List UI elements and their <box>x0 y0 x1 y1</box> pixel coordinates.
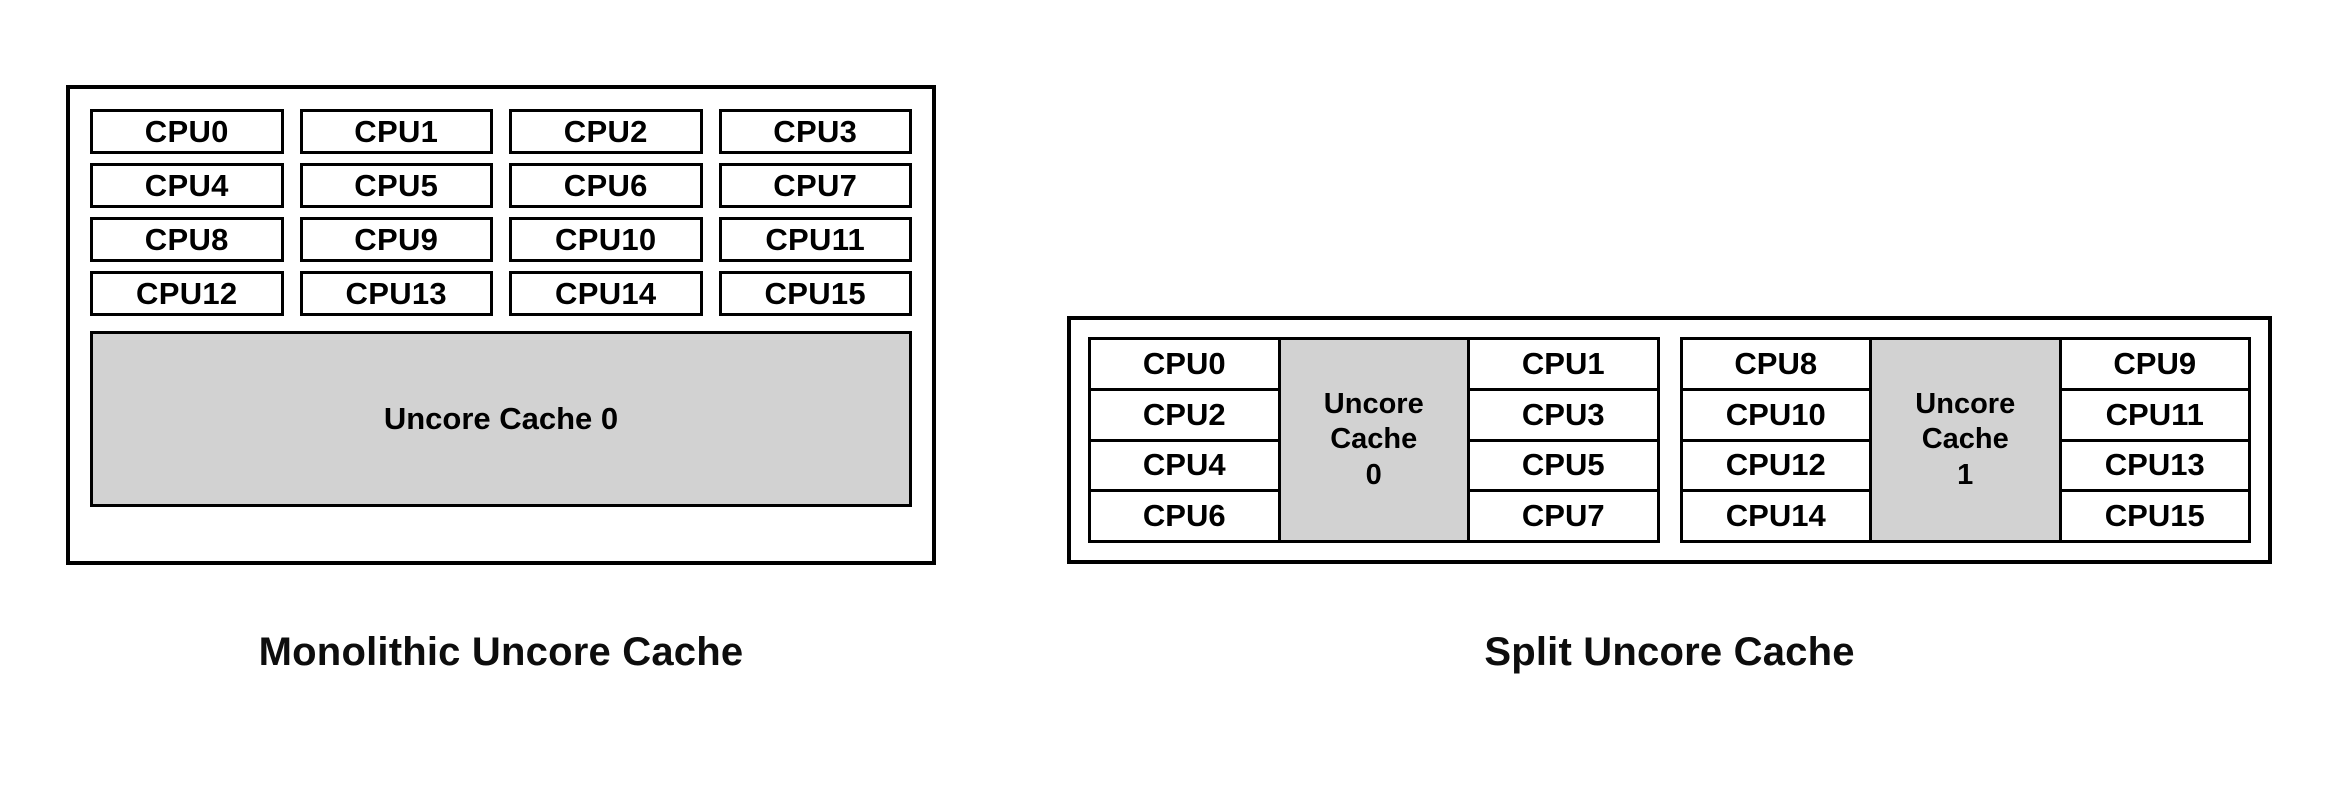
cpu-box: CPU0 <box>1091 340 1278 391</box>
split-package-outline: CPU0 CPU2 CPU4 CPU6 Uncore Cache 0 CPU1 … <box>1067 316 2272 564</box>
cpu-box: CPU13 <box>2061 441 2248 493</box>
cpu-box: CPU9 <box>2061 340 2248 391</box>
uncore-cache-label-line3: 0 <box>1365 458 1382 491</box>
uncore-cache-label-line2: Cache <box>1921 423 2009 456</box>
uncore-cache-label-line1: Uncore <box>1323 387 1424 420</box>
cpu-box: CPU2 <box>1091 390 1278 442</box>
cpu-box: CPU14 <box>509 271 703 316</box>
cpu-box: CPU11 <box>2061 390 2248 442</box>
cpu-box: CPU11 <box>718 217 912 262</box>
uncore-cache-block-0: Uncore Cache 0 <box>1277 340 1470 540</box>
cluster-0-left-cpu-column: CPU0 CPU2 CPU4 CPU6 <box>1091 340 1278 540</box>
cpu-box: CPU1 <box>299 109 493 154</box>
cpu-box: CPU1 <box>1470 340 1657 391</box>
uncore-cache-label-line1: Uncore <box>1915 387 2016 420</box>
uncore-cache-label-line3: 1 <box>1957 458 1974 491</box>
cpu-box: CPU0 <box>90 109 284 154</box>
cpu-box: CPU10 <box>1682 390 1869 442</box>
monolithic-package-outline: CPU0 CPU1 CPU2 CPU3 CPU4 CPU5 CPU6 CPU7 … <box>66 85 936 565</box>
cpu-box: CPU2 <box>509 109 703 154</box>
cpu-box: CPU13 <box>299 271 493 316</box>
cpu-box: CPU15 <box>718 271 912 316</box>
cpu-box: CPU5 <box>299 163 493 208</box>
cpu-box: CPU3 <box>1470 390 1657 442</box>
cpu-box: CPU7 <box>1470 492 1657 540</box>
cpu-box: CPU8 <box>90 217 284 262</box>
cpu-box: CPU8 <box>1682 340 1869 391</box>
cluster-0-right-cpu-column: CPU1 CPU3 CPU5 CPU7 <box>1470 340 1657 540</box>
cpu-box: CPU6 <box>1091 492 1278 540</box>
cpu-box: CPU4 <box>1091 441 1278 493</box>
uncore-cache-label-line2: Cache <box>1330 423 1418 456</box>
cpu-box: CPU5 <box>1470 441 1657 493</box>
cluster-0: CPU0 CPU2 CPU4 CPU6 Uncore Cache 0 CPU1 … <box>1088 337 1660 543</box>
split-cluster-row: CPU0 CPU2 CPU4 CPU6 Uncore Cache 0 CPU1 … <box>1088 337 2251 543</box>
cpu-box: CPU15 <box>2061 492 2248 540</box>
split-figure-caption: Split Uncore Cache <box>1484 630 1855 674</box>
cpu-box: CPU4 <box>90 163 284 208</box>
uncore-cache-block: Uncore Cache 0 <box>90 331 912 507</box>
cpu-box: CPU7 <box>718 163 912 208</box>
monolithic-cpu-grid: CPU0 CPU1 CPU2 CPU3 CPU4 CPU5 CPU6 CPU7 … <box>90 109 912 316</box>
cluster-1-left-cpu-column: CPU8 CPU10 CPU12 CPU14 <box>1682 340 1869 540</box>
cluster-1: CPU8 CPU10 CPU12 CPU14 Uncore Cache 1 CP… <box>1679 337 2251 543</box>
cpu-box: CPU12 <box>1682 441 1869 493</box>
cpu-box: CPU6 <box>509 163 703 208</box>
cpu-box: CPU3 <box>718 109 912 154</box>
cpu-box: CPU12 <box>90 271 284 316</box>
cluster-1-right-cpu-column: CPU9 CPU11 CPU13 CPU15 <box>2061 340 2248 540</box>
cpu-box: CPU14 <box>1682 492 1869 540</box>
cpu-box: CPU10 <box>509 217 703 262</box>
cpu-box: CPU9 <box>299 217 493 262</box>
uncore-cache-block-1: Uncore Cache 1 <box>1869 340 2062 540</box>
monolithic-figure-caption: Monolithic Uncore Cache <box>258 630 744 674</box>
